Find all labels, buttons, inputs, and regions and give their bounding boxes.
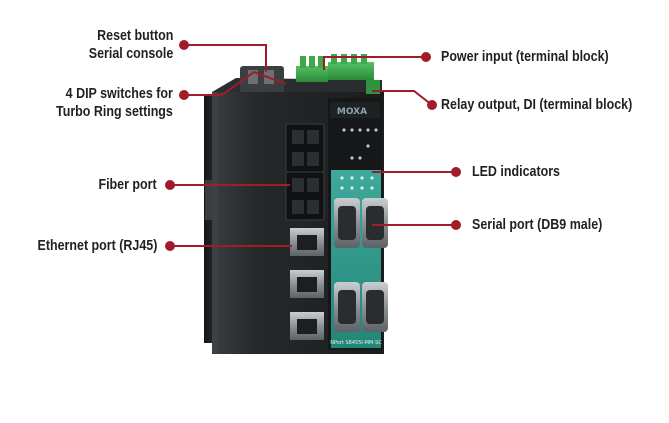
callout-line: Serial console <box>88 46 173 62</box>
led-indicators <box>340 128 378 190</box>
dot-dip-switches <box>179 90 189 100</box>
dot-serial-port <box>451 220 461 230</box>
brand-logo-text: MOXA <box>337 107 367 117</box>
ethernet-port-1 <box>290 228 324 256</box>
db9-port-2 <box>362 282 388 332</box>
db9-port-1 <box>334 282 360 332</box>
callout-line: 4 DIP switches for <box>65 86 173 102</box>
callout-line: Relay output, DI (terminal block) <box>441 97 633 113</box>
callout-line: Fiber port <box>98 177 157 193</box>
dot-reset-serial <box>179 40 189 50</box>
dot-ethernet-port <box>165 241 175 251</box>
callout-dots <box>165 40 461 251</box>
leader-reset-serial <box>184 44 267 72</box>
ethernet-port-2 <box>290 270 324 298</box>
brand-logo: MOXA <box>330 102 380 118</box>
callout-power-input: Power input (terminal block) <box>441 48 609 66</box>
power-terminal-block <box>296 56 328 82</box>
model-text: NPort S8455I-MM-SC <box>330 340 382 346</box>
db9-port-4 <box>362 198 388 248</box>
callout-line: Serial port (DB9 male) <box>472 217 603 233</box>
fiber-port-1 <box>285 123 325 173</box>
dot-led-indicators <box>451 167 461 177</box>
leader-dip-switches <box>184 70 287 96</box>
callout-line: Power input (terminal block) <box>441 49 609 65</box>
leader-power-input <box>323 56 426 70</box>
callout-line: Reset button <box>96 28 173 44</box>
fiber-port-2 <box>285 171 325 221</box>
leader-relay-output <box>372 90 433 106</box>
dot-relay-output <box>427 100 437 110</box>
callout-leader-lines <box>170 44 456 247</box>
callout-line: Ethernet port (RJ45) <box>37 238 157 254</box>
callout-led-indicators: LED indicators <box>472 163 560 181</box>
callout-dip-switches: 4 DIP switches for Turbo Ring settings <box>56 85 173 121</box>
dot-power-input <box>421 52 431 62</box>
callout-fiber-port: Fiber port <box>99 176 157 194</box>
db9-port-3 <box>334 198 360 248</box>
ethernet-port-3 <box>290 312 324 340</box>
callout-ethernet-port: Ethernet port (RJ45) <box>37 237 157 255</box>
callout-reset-serial: Reset button Serial console <box>88 27 173 63</box>
dot-fiber-port <box>165 180 175 190</box>
callout-line: LED indicators <box>472 164 561 180</box>
callout-relay-output: Relay output, DI (terminal block) <box>441 96 632 114</box>
callout-line: Turbo Ring settings <box>56 104 173 120</box>
callout-serial-port: Serial port (DB9 male) <box>472 216 602 234</box>
